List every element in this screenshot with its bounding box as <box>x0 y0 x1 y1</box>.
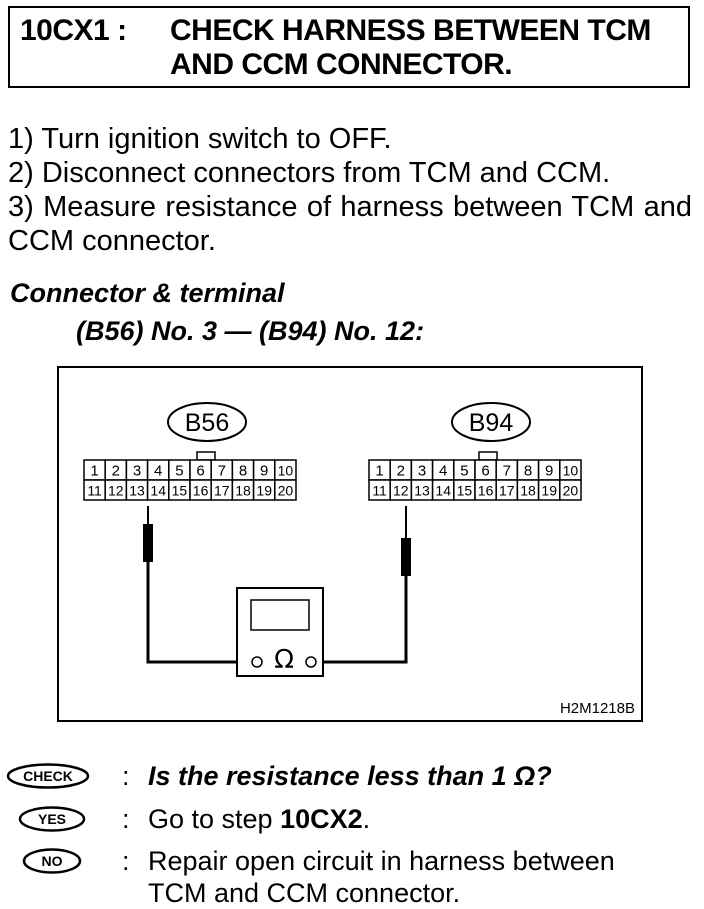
b56-pin-label-3: 3 <box>133 463 141 480</box>
b94-pin-label-9: 9 <box>545 463 553 480</box>
b56-pin-label-5: 5 <box>175 463 183 480</box>
b94-label-oval <box>451 402 531 442</box>
step-header-box: 10CX1 : CHECK HARNESS BETWEEN TCM AND CC… <box>8 6 690 88</box>
check-question: Is the resistance less than 1 Ω? <box>148 761 552 791</box>
yes-colon: : <box>122 804 130 834</box>
yes-answer-suffix: . <box>362 804 371 834</box>
b94-pin-label-19: 19 <box>541 483 557 499</box>
b94-pin-label-10: 10 <box>563 463 579 479</box>
b56-pin-label-6: 6 <box>196 463 204 480</box>
b94-pin-cell-20 <box>559 479 582 501</box>
ohmmeter-terminal-left <box>251 656 263 668</box>
check-badge-icon: CHECK <box>6 763 90 789</box>
b56-pin-cell-20 <box>274 479 297 501</box>
b56-pin-label-9: 9 <box>260 463 268 480</box>
ohmmeter-terminal-right <box>305 656 317 668</box>
b56-latch <box>196 451 216 461</box>
b94-pin-label-7: 7 <box>503 463 511 480</box>
b56-pin-label-7: 7 <box>218 463 226 480</box>
step-title: CHECK HARNESS BETWEEN TCM AND CCM CONNEC… <box>170 14 690 82</box>
procedure-step-3: 3) Measure resistance of harness between… <box>8 191 692 257</box>
b56-pin-label-19: 19 <box>256 483 272 499</box>
b94-pin-label-11: 11 <box>372 483 387 499</box>
b56-label: B56 <box>185 409 229 437</box>
b56-pin-label-16: 16 <box>193 483 209 499</box>
step-title-line-2: AND CCM CONNECTOR. <box>170 48 513 81</box>
left-test-lead <box>146 562 257 664</box>
b94-pin-label-4: 4 <box>439 463 447 480</box>
b94-latch <box>478 451 498 461</box>
procedure-steps: 1) Turn ignition switch to OFF. 2) Disco… <box>8 122 692 258</box>
right-probe <box>401 538 411 576</box>
ohm-symbol: Ω <box>274 645 294 675</box>
no-colon: : <box>122 846 130 876</box>
step-id: 10CX1 : <box>20 14 127 47</box>
b56-pin-label-18: 18 <box>235 483 251 499</box>
b94-pin-label-6: 6 <box>481 463 489 480</box>
connector-terminal-spec: (B56) No. 3 — (B94) No. 12: <box>76 316 425 346</box>
b94-pin-label-12: 12 <box>393 483 409 499</box>
b56-pin-label-4: 4 <box>154 463 162 480</box>
step-title-line-1: CHECK HARNESS BETWEEN TCM <box>170 14 651 47</box>
b56-pin-label-17: 17 <box>214 483 230 499</box>
b94-pin-label-5: 5 <box>460 463 468 480</box>
b56-pin-label-1: 1 <box>90 463 98 480</box>
yes-next-step: 10CX2 <box>280 804 363 834</box>
b94-pin-label-1: 1 <box>375 463 383 480</box>
b94-label: B94 <box>469 409 514 437</box>
b56-pin-label-11: 11 <box>87 483 102 499</box>
procedure-step-2: 2) Disconnect connectors from TCM and CC… <box>8 157 611 189</box>
b94-pin-label-14: 14 <box>435 483 451 499</box>
b56-pin-label-20: 20 <box>278 483 294 499</box>
yes-badge-icon: YES <box>18 806 86 832</box>
b94-pin-label-18: 18 <box>520 483 536 499</box>
b56-label-oval <box>167 402 247 442</box>
b94-pin-label-15: 15 <box>457 483 473 499</box>
connector-terminal-heading: Connector & terminal <box>10 278 285 308</box>
check-colon: : <box>122 761 130 791</box>
b94-pin-label-2: 2 <box>397 463 405 480</box>
left-probe <box>143 524 153 562</box>
b56-pin-label-13: 13 <box>129 483 145 499</box>
no-answer: Repair open circuit in harness between T… <box>148 845 615 909</box>
right-test-lead <box>311 576 408 664</box>
yes-badge-label: YES <box>38 811 66 827</box>
b94-pin-label-17: 17 <box>499 483 515 499</box>
no-answer-line-1: Repair open circuit in harness between <box>148 846 615 876</box>
b56-pin-label-12: 12 <box>108 483 124 499</box>
b94-pin-label-13: 13 <box>414 483 430 499</box>
b56-pin-label-15: 15 <box>172 483 188 499</box>
no-badge-label: NO <box>42 853 63 869</box>
b56-pin-label-2: 2 <box>112 463 120 480</box>
yes-answer: Go to step 10CX2. <box>148 803 370 835</box>
b94-pin-label-3: 3 <box>418 463 426 480</box>
b94-pin-label-16: 16 <box>478 483 494 499</box>
b94-pin-label-20: 20 <box>563 483 579 499</box>
no-badge-icon: NO <box>22 848 82 874</box>
no-answer-line-2: TCM and CCM connector. <box>148 878 461 908</box>
ohmmeter-display <box>250 599 310 631</box>
b56-pin-label-14: 14 <box>150 483 166 499</box>
b56-pin-label-10: 10 <box>278 463 294 479</box>
procedure-step-1: 1) Turn ignition switch to OFF. <box>8 123 392 155</box>
b56-pin-label-8: 8 <box>239 463 247 480</box>
yes-answer-prefix: Go to step <box>148 804 281 834</box>
figure-code: H2M1218B <box>560 700 635 717</box>
check-badge-label: CHECK <box>23 768 73 784</box>
b94-pin-label-8: 8 <box>524 463 532 480</box>
